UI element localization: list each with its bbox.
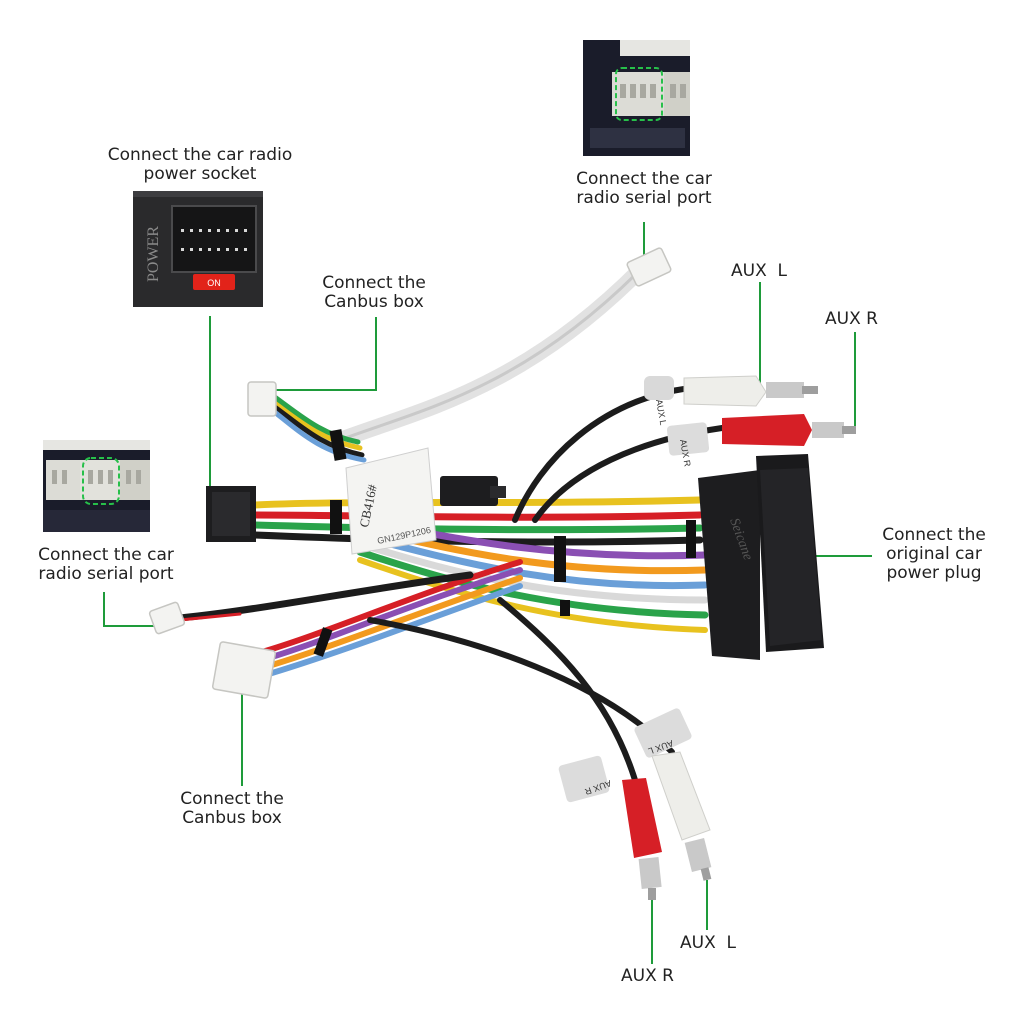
label-canbus-bottom: Connect the Canbus box — [180, 789, 284, 828]
rca-bottom-left — [558, 755, 662, 900]
power-text: POWER — [145, 226, 162, 282]
callout-lines — [103, 222, 872, 964]
tag-aux-r-top: AUX R — [678, 439, 693, 468]
label-power-socket: Connect the car radio power socket — [107, 145, 293, 184]
label-serial-port-top: Connect the car radio serial port — [576, 169, 712, 208]
label-aux-l-top: AUX L — [731, 261, 787, 281]
serial-port-inset-top — [583, 40, 690, 156]
power-socket-inset: ON POWER — [133, 191, 263, 307]
label-original-power-plug: Connect the original car power plug — [882, 525, 986, 583]
white-connectors — [148, 247, 672, 699]
tag-aux-l-top: AUX L — [654, 399, 668, 426]
rca-top-right — [666, 414, 856, 456]
label-serial-port-left: Connect the car radio serial port — [38, 545, 174, 584]
rca-top-left — [644, 375, 818, 407]
model-tag: CB416# GN129P1206 — [345, 447, 437, 555]
wire-bundle — [176, 262, 725, 783]
label-aux-l-bottom: AUX L — [680, 933, 736, 953]
label-canbus-top: Connect the Canbus box — [322, 273, 426, 312]
inline-connector — [440, 476, 506, 506]
power-socket-plug — [206, 486, 256, 542]
label-aux-r-top: AUX R — [825, 309, 878, 329]
original-power-plug: Seicane — [698, 454, 824, 660]
rca-bottom-right — [634, 708, 712, 881]
on-switch-text: ON — [207, 278, 221, 288]
serial-port-inset-left — [43, 440, 150, 532]
label-aux-r-bottom: AUX R — [621, 966, 674, 986]
